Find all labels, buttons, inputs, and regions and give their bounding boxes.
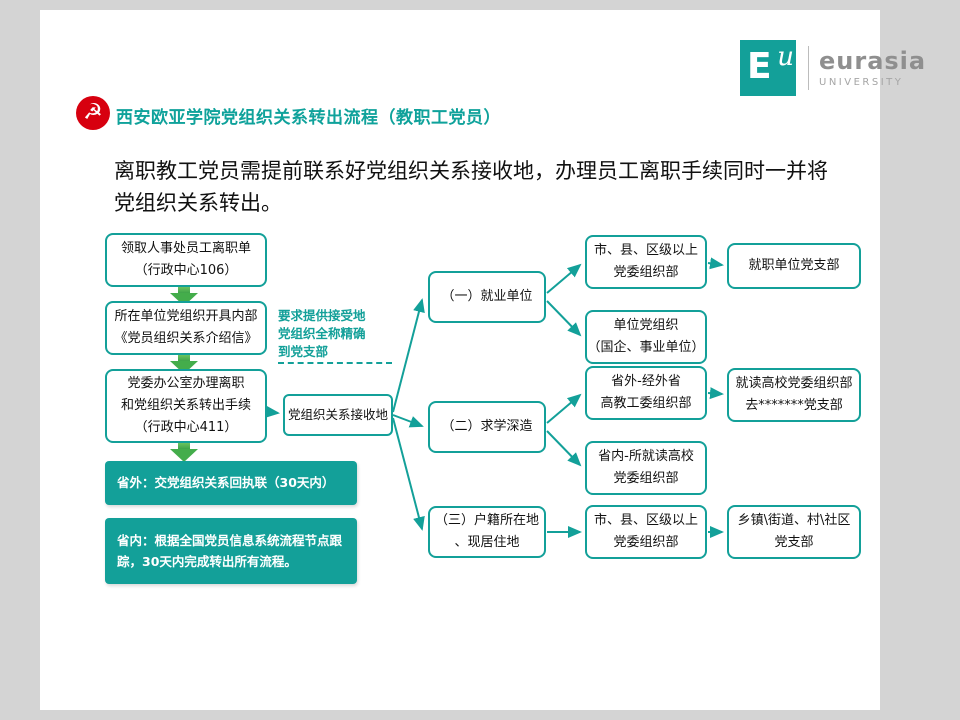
annotation-dashed-line <box>278 362 392 364</box>
dest-out-province-higher-ed-box: 省外-经外省 高教工委组织部 <box>585 366 707 420</box>
party-emblem-icon: ☭ <box>76 96 110 130</box>
dest-city-county-org-dept-2-box: 市、县、区级以上 党委组织部 <box>585 505 707 559</box>
annotation-text: 要求提供接受地 党组织全称精确 到党支部 <box>278 308 366 360</box>
eurasia-logo-mark: E u <box>740 40 796 96</box>
hub-receiving-place-box: 党组织关系接收地 <box>283 394 393 436</box>
final-college-branch-box: 就读高校党委组织部 去*******党支部 <box>727 368 861 422</box>
logo-text: eurasia UNIVERSITY <box>819 46 927 89</box>
dest-unit-party-org-box: 单位党组织 （国企、事业单位） <box>585 310 707 364</box>
flow-step-resignation-form-box: 领取人事处员工离职单 （行政中心106） <box>105 233 267 287</box>
branch-employment-box: （一）就业单位 <box>428 271 546 323</box>
down-arrow-icon <box>170 443 198 462</box>
flow-step-introduction-letter-box: 所在单位党组织开具内部 《党员组织关系介绍信》 <box>105 301 267 355</box>
final-employer-branch-box: 就职单位党支部 <box>727 243 861 289</box>
logo-brand-sub: UNIVERSITY <box>819 77 904 89</box>
logo-divider <box>808 46 809 90</box>
logo-letter-u: u <box>777 42 794 72</box>
logo-letter-e: E <box>747 46 772 87</box>
branch-further-study-box: （二）求学深造 <box>428 401 546 453</box>
dest-in-province-college-box: 省内-所就读高校 党委组织部 <box>585 441 707 495</box>
page-title: 西安欧亚学院党组织关系转出流程（教职工党员） <box>116 108 501 128</box>
intro-text: 离职教工党员需提前联系好党组织关系接收地，办理员工离职手续同时一并将 党组织关系… <box>114 159 828 215</box>
logo-brand-name: eurasia <box>819 46 927 75</box>
note-in-province-box: 省内：根据全国党员信息系统流程节点跟 踪，30天内完成转出所有流程。 <box>105 518 357 584</box>
flow-step-party-office-box: 党委办公室办理离职 和党组织关系转出手续 （行政中心411） <box>105 369 267 443</box>
final-community-branch-box: 乡镇\街道、村\社区 党支部 <box>727 505 861 559</box>
branch-residence-box: （三）户籍所在地 、现居住地 <box>428 506 546 558</box>
eurasia-logo: E u eurasia UNIVERSITY <box>740 40 926 96</box>
note-out-of-province-box: 省外：交党组织关系回执联（30天内） <box>105 461 357 505</box>
dest-city-county-org-dept-box: 市、县、区级以上 党委组织部 <box>585 235 707 289</box>
